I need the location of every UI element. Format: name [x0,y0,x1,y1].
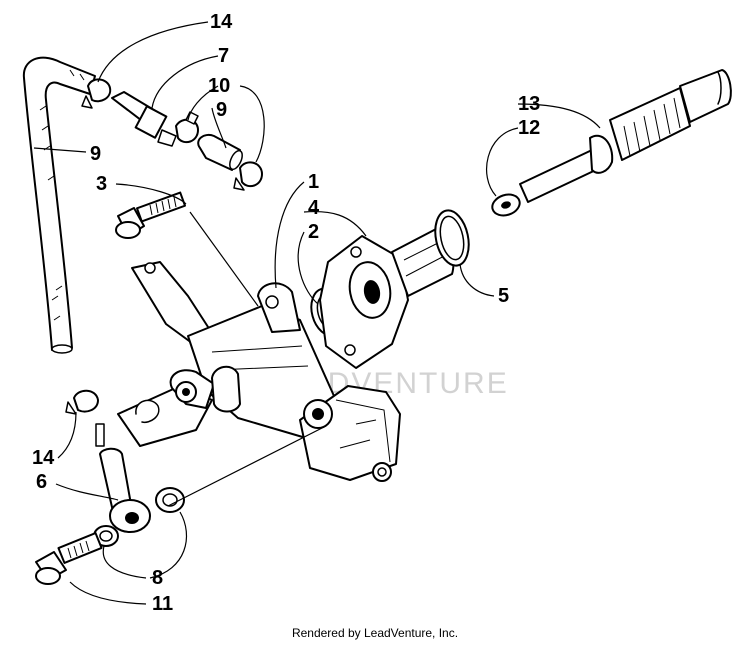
callout-11: 11 [152,593,173,615]
callout-7: 7 [218,45,229,67]
hose-clamp-right [233,161,263,191]
callout-4: 4 [308,197,320,219]
oil-pump-body [117,261,401,482]
mounting-bolt [115,191,187,239]
callout-3: 3 [96,173,107,195]
hose-clamp-bottom [65,389,99,415]
hose-clamp-middle [175,111,199,144]
footer-credit: Rendered by LeadVenture, Inc. [291,626,459,640]
banjo-fitting [95,423,151,533]
callout-8: 8 [152,567,163,589]
vent-fitting [111,91,177,147]
drive-housing [319,227,455,369]
hose-clamp-top [81,78,112,109]
banjo-bolt [35,532,103,585]
callout-9-top: 9 [216,99,227,121]
callout-13: 13 [518,93,540,115]
callout-12: 12 [518,117,540,139]
sealing-washer-lower [93,525,119,547]
callout-5: 5 [498,285,509,307]
callout-numbers: 14 7 10 9 9 3 1 4 2 13 12 5 14 6 8 11 [32,11,540,615]
callout-14-bottom: 14 [32,447,55,469]
leader-lines [33,21,601,605]
callout-14-top: 14 [210,11,233,33]
short-hose [197,134,243,171]
callout-10: 10 [208,75,230,97]
drive-shaft-gear [519,69,732,203]
callout-2: 2 [308,221,319,243]
callout-1: 1 [308,171,319,193]
callout-6: 6 [36,471,47,493]
callout-9-hose: 9 [90,143,101,165]
